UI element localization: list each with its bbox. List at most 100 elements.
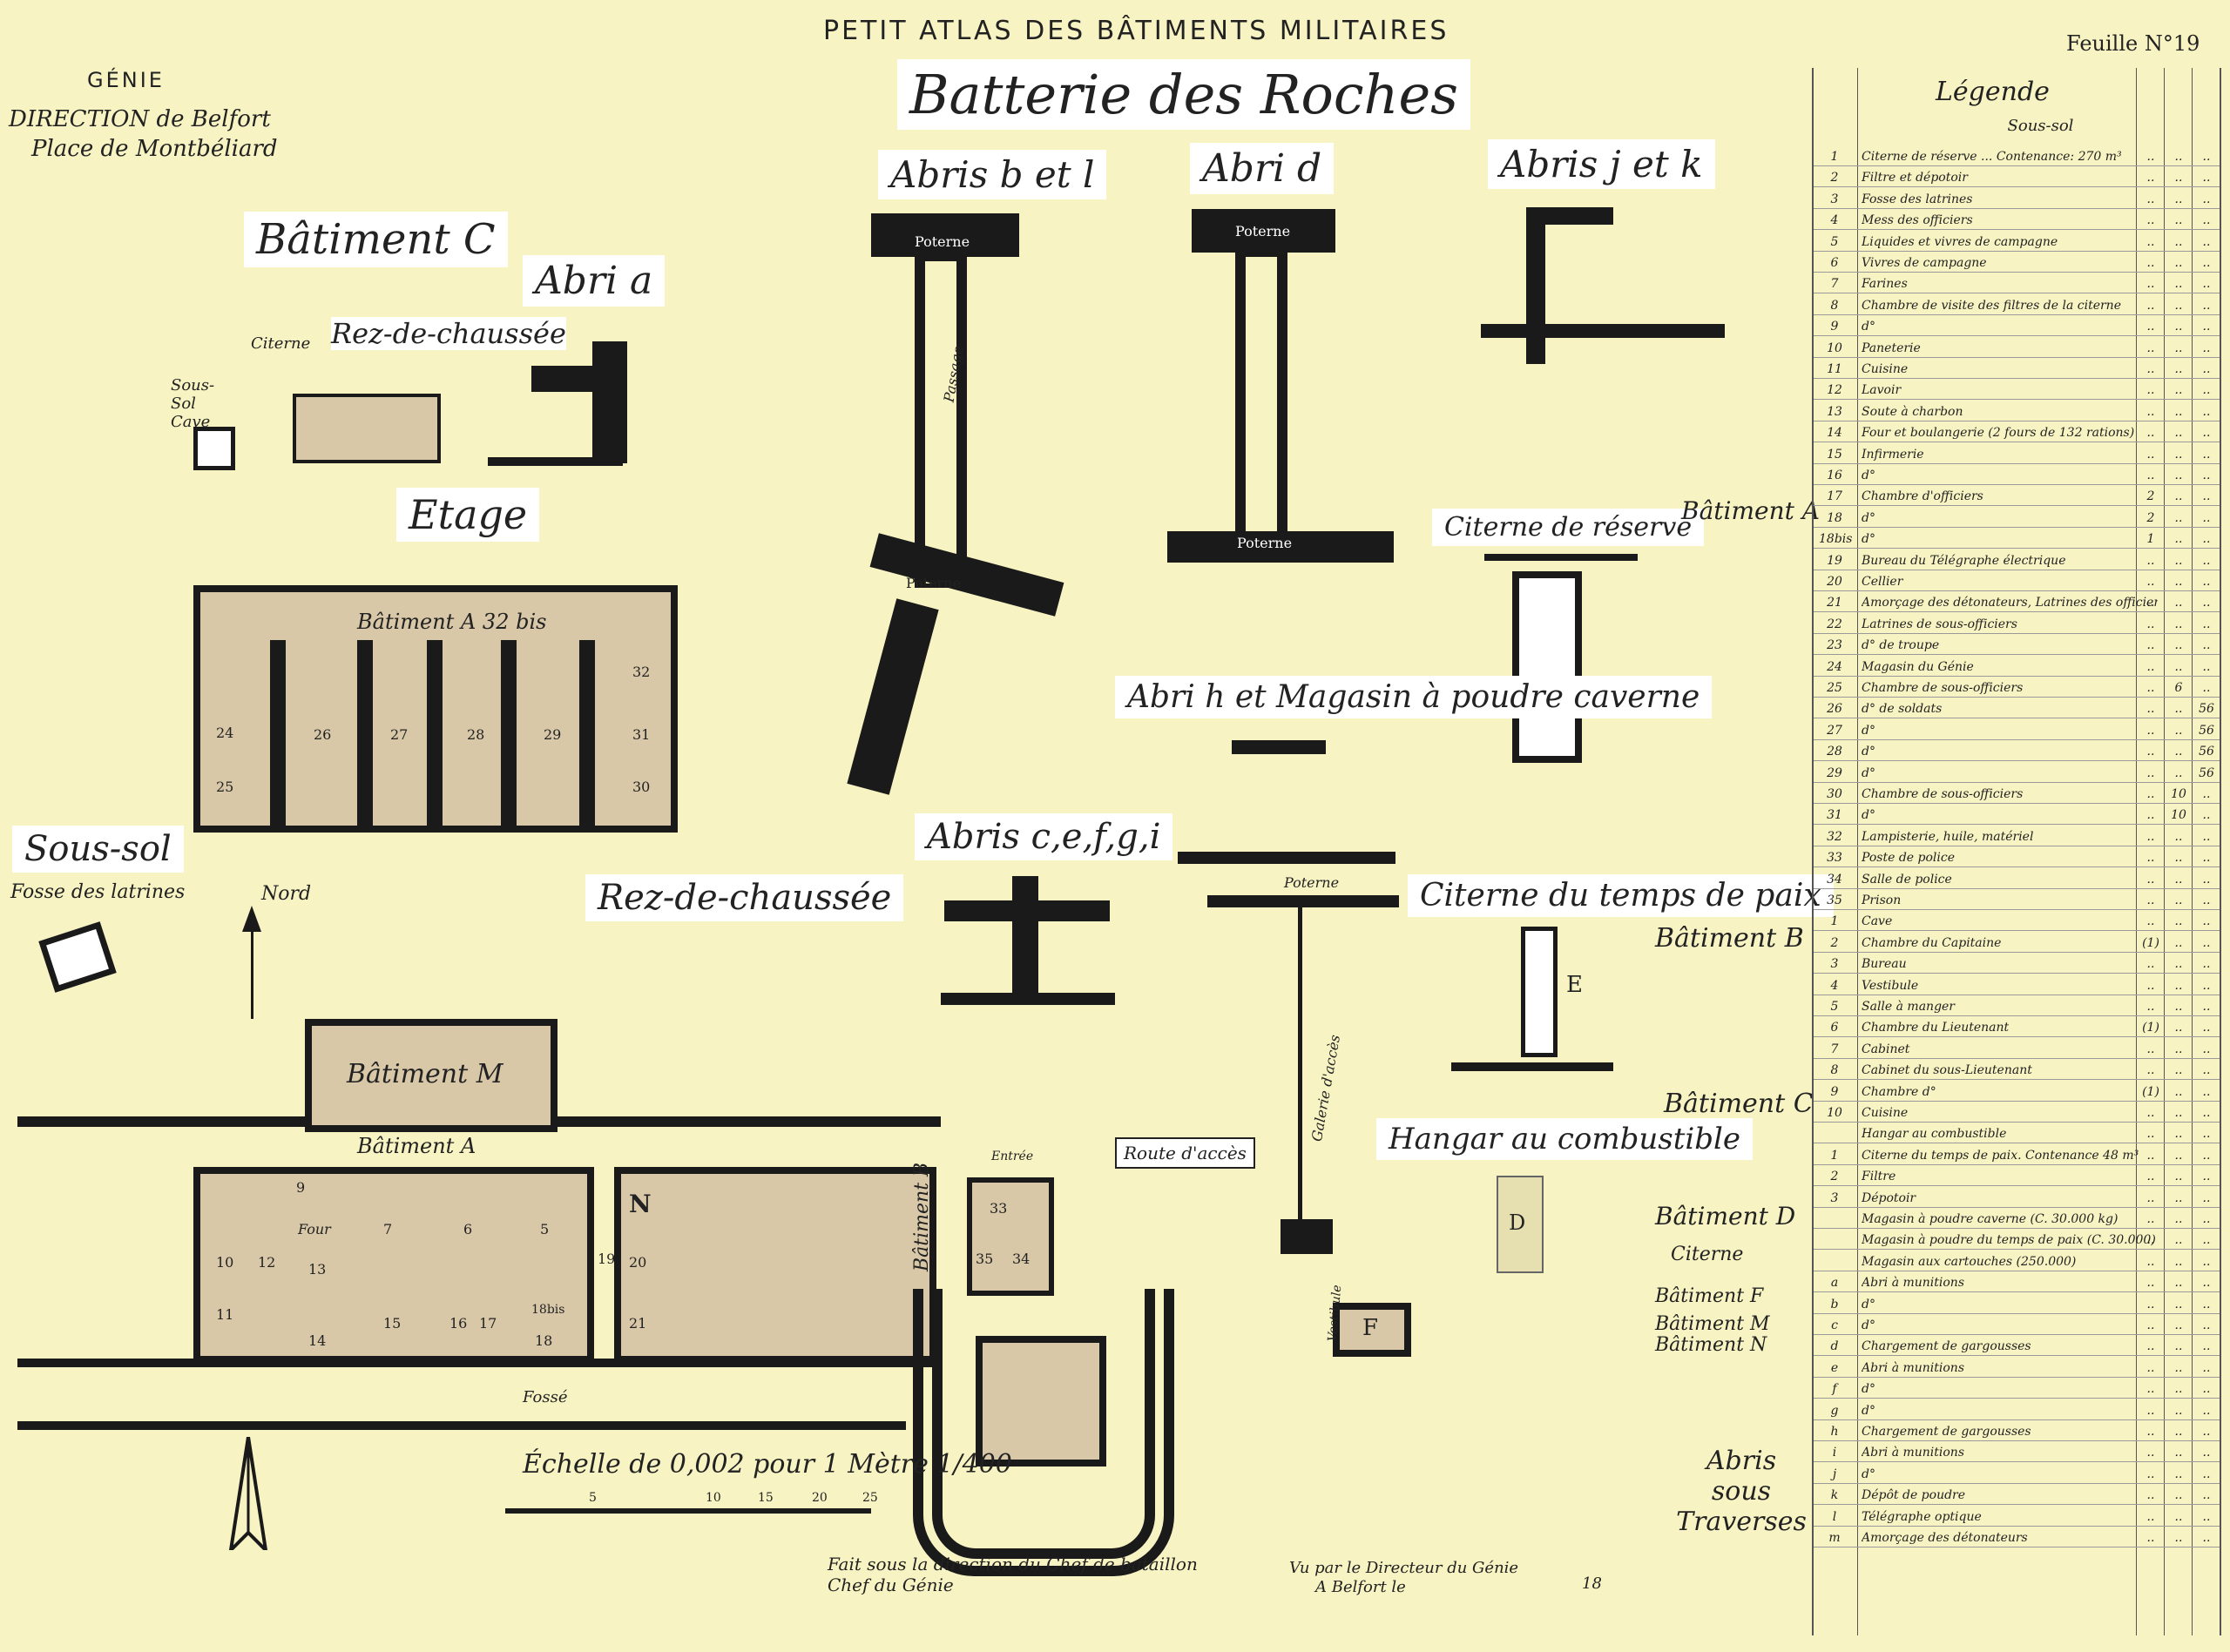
legend-cell-txt: Cuisine — [1862, 1106, 1909, 1120]
legend-cell-num: 12 — [1827, 383, 1842, 398]
legend-cell-num: 1 — [1830, 914, 1839, 929]
legend-cell-c1: .. — [2146, 1106, 2155, 1120]
legend-cell-c1: .. — [2146, 171, 2155, 185]
label-abri-a: Abri a — [523, 255, 666, 307]
legend-cell-c3: .. — [2202, 150, 2211, 164]
legend-cell-num: 34 — [1827, 872, 1842, 887]
legend-row: Magasin aux cartouches (250.000)...... — [1814, 1255, 2220, 1271]
direction-label: DIRECTION de Belfort — [9, 106, 271, 132]
legend-cell-txt: Salle de police — [1862, 872, 1952, 887]
fosse-latrines-plan — [38, 921, 117, 993]
legend-cell-c3: .. — [2202, 1360, 2211, 1375]
legend-cell-txt: d° — [1862, 1403, 1875, 1418]
abri-bl-passage — [847, 598, 939, 795]
legend-cell-c3: .. — [2202, 1446, 2211, 1460]
legend-cell-c3: .. — [2202, 851, 2211, 866]
room-9: 9 — [296, 1179, 306, 1196]
legend-cell-c2: .. — [2174, 383, 2183, 398]
abri-h-wall — [1178, 852, 1395, 864]
abri-h-wall — [1281, 1219, 1333, 1254]
label-abris-bl: Abris b et l — [878, 150, 1107, 199]
side-batiment-b: Bâtiment B — [1655, 923, 1804, 954]
legend-cell-c2: 6 — [2174, 681, 2183, 695]
legend-cell-c2: .. — [2174, 1170, 2183, 1184]
legend-cell-c1: (1) — [2142, 1084, 2159, 1099]
legend-cell-c1: .. — [2146, 1233, 2155, 1248]
legend-cell-txt: Dépotoir — [1862, 1190, 1916, 1205]
legend-cell-num: 25 — [1827, 681, 1842, 695]
legend-cell-txt: Vivres de campagne — [1862, 256, 1987, 270]
legend-cell-num: 15 — [1827, 447, 1842, 462]
legend-cell-txt: Citerne du temps de paix. Contenance 48 … — [1862, 1148, 2139, 1163]
legend-cell-c1: .. — [2146, 745, 2155, 759]
room-26: 26 — [314, 726, 332, 743]
legend-cell-txt: Bureau — [1862, 957, 1907, 972]
legend-cell-c1: .. — [2146, 1000, 2155, 1014]
legend-cell-c3: .. — [2202, 1403, 2211, 1418]
legend-cell-num: 29 — [1827, 765, 1842, 780]
legend-cell-c1: .. — [2146, 659, 2155, 674]
legend-cell-num: 13 — [1827, 404, 1842, 419]
legend-cell-txt: Liquides et vivres de campagne — [1862, 234, 2058, 249]
label-batiment-c: Bâtiment C — [244, 212, 508, 267]
legend-cell-c2: .. — [2174, 1042, 2183, 1056]
room-31: 31 — [632, 726, 651, 743]
legend-cell-txt: Dépôt de poudre — [1862, 1488, 1966, 1503]
legend-cell-txt: Citerne de réserve ... Contenance: 270 m… — [1862, 150, 2122, 164]
room-34: 34 — [1012, 1251, 1031, 1267]
rampart-wall — [17, 1421, 906, 1430]
legend-cell-num: c — [1831, 1318, 1838, 1332]
legend-cell-c3: .. — [2202, 1318, 2211, 1332]
legend-cell-c1: .. — [2146, 553, 2155, 568]
room-17: 17 — [479, 1315, 497, 1332]
room-13: 13 — [308, 1261, 327, 1278]
legend-cell-c1: .. — [2146, 681, 2155, 695]
label-n: N — [629, 1190, 652, 1218]
legend-cell-txt: Hangar au combustible — [1862, 1127, 2007, 1142]
legend-cell-c1: .. — [2146, 1212, 2155, 1226]
legend-cell-c2: .. — [2174, 575, 2183, 589]
legend-cell-txt: Fosse des latrines — [1862, 192, 1973, 206]
legend-cell-c1: (1) — [2142, 1021, 2159, 1035]
legend-cell-c2: .. — [2174, 978, 2183, 993]
legend-cell-c1: .. — [2146, 1042, 2155, 1056]
legend-cell-c1: .. — [2146, 1318, 2155, 1332]
legend-row: Magasin à poudre caverne (C. 30.000 kg).… — [1814, 1212, 2220, 1229]
legend-cell-c3: .. — [2202, 1425, 2211, 1439]
legend-cell-c1: .. — [2146, 1170, 2155, 1184]
legend-cell-num: 3 — [1830, 1190, 1839, 1205]
pillar — [579, 640, 595, 827]
credit-date: 18 — [1582, 1574, 1602, 1593]
rampart-wall — [17, 1116, 305, 1127]
legend-cell-c1: .. — [2146, 808, 2155, 823]
legend-cell-c1: 2 — [2146, 489, 2155, 504]
legend-cell-c1: .. — [2146, 213, 2155, 228]
legend-cell-c1: .. — [2146, 277, 2155, 292]
legend-cell-num: 10 — [1827, 1106, 1842, 1120]
legend-cell-c1: .. — [2146, 1148, 2155, 1163]
legend-cell-num: 22 — [1827, 617, 1842, 631]
label-fosse: Fossé — [523, 1388, 568, 1406]
legend-cell-txt: Soute à charbon — [1862, 404, 1963, 419]
legend-cell-c2: .. — [2174, 150, 2183, 164]
legend-cell-c1: .. — [2146, 829, 2155, 844]
legend-cell-c2: .. — [2174, 1339, 2183, 1354]
legend-cell-c1: 2 — [2146, 510, 2155, 525]
room-7: 7 — [383, 1221, 393, 1237]
legend-cell-c1: .. — [2146, 957, 2155, 972]
legend-cell-txt: Filtre et dépotoir — [1862, 171, 1968, 185]
abri-a-wall — [488, 457, 623, 466]
place-label: Place de Montbéliard — [31, 136, 278, 162]
rampart-wall — [558, 1116, 941, 1127]
room-18: 18 — [535, 1332, 553, 1349]
legend-cell-txt: Chambre du Capitaine — [1862, 935, 2002, 950]
